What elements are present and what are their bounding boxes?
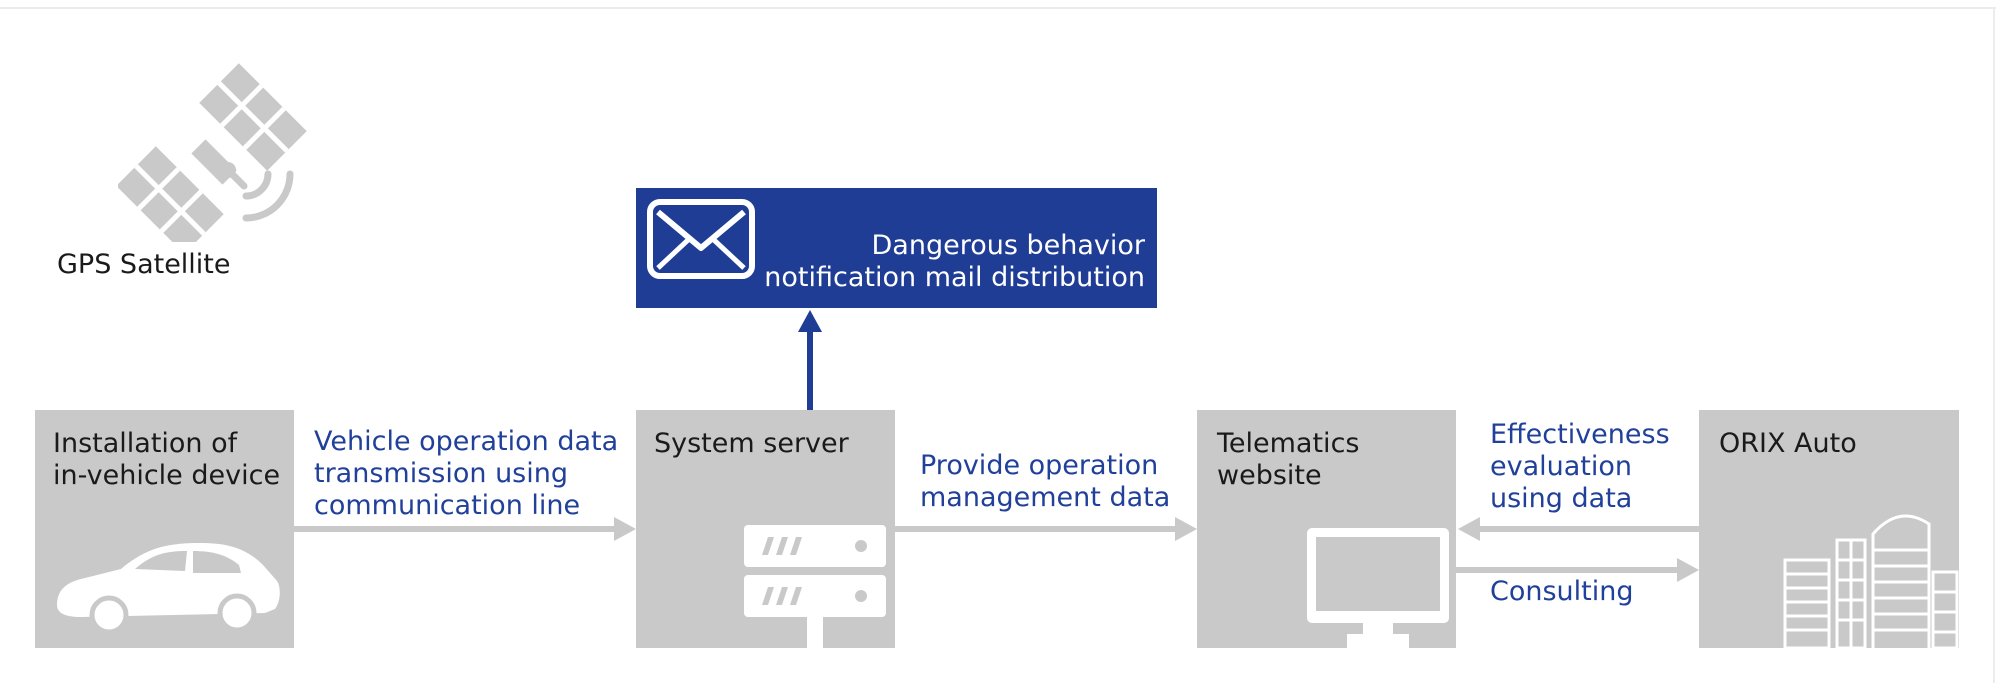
buildings-icon [1783, 514, 1959, 648]
satellite-icon [118, 63, 307, 242]
node-server-label: System server [654, 428, 849, 459]
node-telematics: Telematics website [1197, 410, 1456, 648]
mail-icon [647, 199, 755, 279]
node-orix-label: ORIX Auto [1719, 428, 1857, 459]
node-device: Installation of in-vehicle device [35, 410, 294, 648]
node-device-label: Installation of in-vehicle device [53, 428, 281, 491]
notification-label: Dangerous behavior notification mail dis… [764, 230, 1145, 293]
node-server: System server [636, 410, 895, 648]
frame-border-top [0, 7, 1996, 9]
notification-box: Dangerous behavior notification mail dis… [636, 188, 1157, 308]
car-icon [57, 543, 280, 635]
frame-border-right [1993, 7, 1995, 683]
node-orix: ORIX Auto [1699, 410, 1959, 648]
flow-label-telematics-to-orix: Consulting [1490, 576, 1634, 607]
server-icon [744, 525, 886, 648]
flow-label-orix-to-telematics: Effectiveness evaluation using data [1490, 419, 1670, 514]
flow-label-device-to-server: Vehicle operation data transmission usin… [314, 426, 619, 521]
flow-label-server-to-telematics: Provide operation management data [920, 450, 1171, 513]
node-telematics-label: Telematics website [1217, 428, 1360, 491]
satellite-label: GPS Satellite [57, 249, 231, 280]
monitor-icon [1307, 528, 1449, 648]
